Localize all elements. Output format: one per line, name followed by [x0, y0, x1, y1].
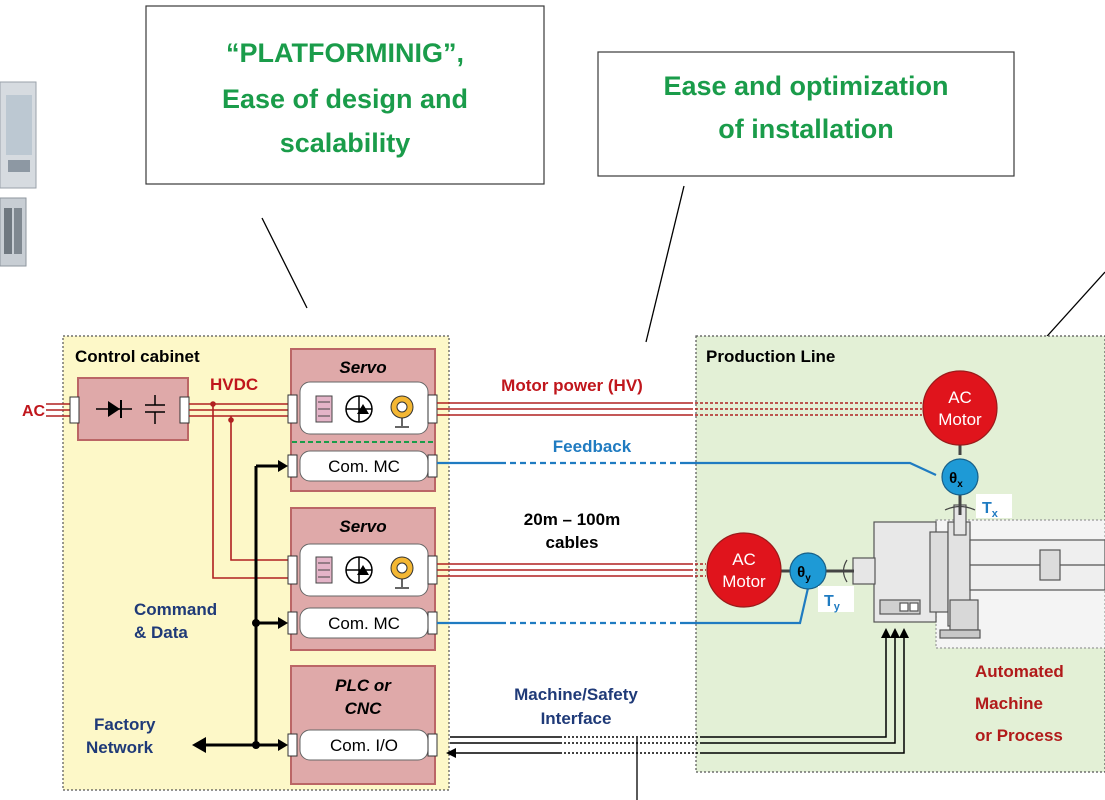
- interface-arrow-2: [890, 628, 900, 638]
- servo-1-sensor-icon: [390, 395, 414, 428]
- installation-callout-box: [597, 51, 1015, 177]
- servo-2-com-in-connector: [287, 611, 298, 635]
- torque-x-label: Tx: [982, 500, 999, 520]
- platforming-leader-line: [261, 217, 308, 309]
- servo-2-com-label: Com. MC: [328, 614, 400, 633]
- plc-title-line1: PLC or: [335, 676, 392, 695]
- servo-2-converter-icon: [315, 556, 333, 584]
- platforming-callout-line3: scalability: [280, 128, 411, 158]
- motor-2-label-line1: AC: [732, 550, 756, 569]
- servo-1-output-connector: [427, 394, 438, 424]
- interface-return-arrow: [446, 748, 456, 758]
- installation-leader-line: [645, 185, 685, 343]
- hvdc-junction-2: [228, 417, 234, 423]
- rectifier-output-connector: [179, 396, 190, 424]
- installation-callout-line2: of installation: [718, 114, 894, 144]
- plc-com-out-connector: [427, 733, 438, 757]
- bus-junction-1: [252, 619, 260, 627]
- torque-y-label-bg: [818, 586, 854, 612]
- hvdc-junction-1: [210, 401, 216, 407]
- servo-2-igbt-icon: [345, 556, 373, 584]
- platforming-callout-box: [145, 5, 545, 185]
- cable-length-label-line2: cables: [546, 533, 599, 552]
- rectifier-input-connector: [69, 396, 80, 424]
- machine-interface-cable: [450, 636, 905, 754]
- machine-label-line2: Machine: [975, 694, 1043, 713]
- position-sensor-x: [941, 458, 979, 496]
- motor-power-cable-2: [437, 563, 706, 577]
- servo-1-input-connector: [287, 394, 298, 424]
- factory-network-arrow: [192, 737, 206, 753]
- theta-x-symbol: θx: [949, 470, 963, 490]
- servo-2-sensor-icon: [390, 556, 414, 589]
- diode-icon: [96, 400, 132, 418]
- servo-2-com-out-connector: [427, 611, 438, 635]
- capacitor-icon: [145, 395, 165, 424]
- motor-1-label-line2: Motor: [938, 410, 982, 429]
- ac-input-label: AC: [22, 403, 46, 420]
- position-sensor-y: [789, 552, 827, 590]
- feedback-cable-2: [437, 587, 810, 625]
- rectifier-module: [77, 377, 189, 441]
- bus-junction-2: [252, 741, 260, 749]
- motor-2-label-line2: Motor: [722, 572, 766, 591]
- drive-product-photo: [0, 81, 37, 267]
- plc-com-label: Com. I/O: [330, 736, 398, 755]
- servo-2-title: Servo: [339, 517, 386, 536]
- motor-power-label: Motor power (HV): [501, 376, 643, 395]
- servo-1-title: Servo: [339, 358, 386, 377]
- production-line-title: Production Line: [706, 347, 835, 366]
- torque-y-label: Ty: [824, 593, 841, 613]
- servo-1-igbt-icon: [345, 395, 373, 423]
- interface-arrow-3: [899, 628, 909, 638]
- command-data-label-line1: Command: [134, 600, 217, 619]
- servo-1-com-in-connector: [287, 454, 298, 478]
- servo-1-com-label: Com. MC: [328, 457, 400, 476]
- platforming-callout-line1: “PLATFORMINIG”,: [226, 38, 464, 68]
- servo-1-converter-icon: [315, 395, 333, 423]
- hvdc-bus: [189, 403, 288, 579]
- installation-callout-line1: Ease and optimization: [663, 71, 948, 101]
- interface-arrow-1: [881, 628, 891, 638]
- hvdc-label: HVDC: [210, 375, 258, 394]
- machine-label-line1: Automated: [975, 662, 1064, 681]
- motor-power-cable-1: [437, 402, 922, 416]
- automated-machine-sketch: [842, 504, 1105, 649]
- feedback-label: Feedback: [553, 437, 632, 456]
- motor-1-label-line1: AC: [948, 388, 972, 407]
- machine-interface-label-line2: Interface: [541, 709, 612, 728]
- theta-y-symbol: θy: [797, 564, 811, 584]
- plc-title-line2: CNC: [345, 699, 383, 718]
- servo-1-com-out-connector: [427, 454, 438, 478]
- factory-network-label-line1: Factory: [94, 715, 156, 734]
- bus-arrow-plc: [278, 739, 288, 751]
- bus-arrow-servo2: [278, 617, 288, 629]
- machine-label-line3: or Process: [975, 726, 1063, 745]
- plc-cnc-unit: [290, 665, 436, 785]
- ac-motor-2: [706, 532, 782, 608]
- platforming-callout-line2: Ease of design and: [222, 84, 468, 114]
- control-cabinet-title: Control cabinet: [75, 347, 200, 366]
- servo-2-output-connector: [427, 555, 438, 585]
- feedback-cable-1: [437, 461, 937, 476]
- machine-interface-label-line1: Machine/Safety: [514, 685, 638, 704]
- servo-2-input-connector: [287, 555, 298, 585]
- ac-motor-1: [922, 370, 998, 446]
- factory-network-label-line2: Network: [86, 738, 154, 757]
- torque-x-label-bg: [976, 494, 1012, 518]
- command-data-label-line2: & Data: [134, 623, 188, 642]
- bus-arrow-servo1: [278, 460, 288, 472]
- plc-com-in-connector: [287, 733, 298, 757]
- cable-length-label-line1: 20m – 100m: [524, 510, 620, 529]
